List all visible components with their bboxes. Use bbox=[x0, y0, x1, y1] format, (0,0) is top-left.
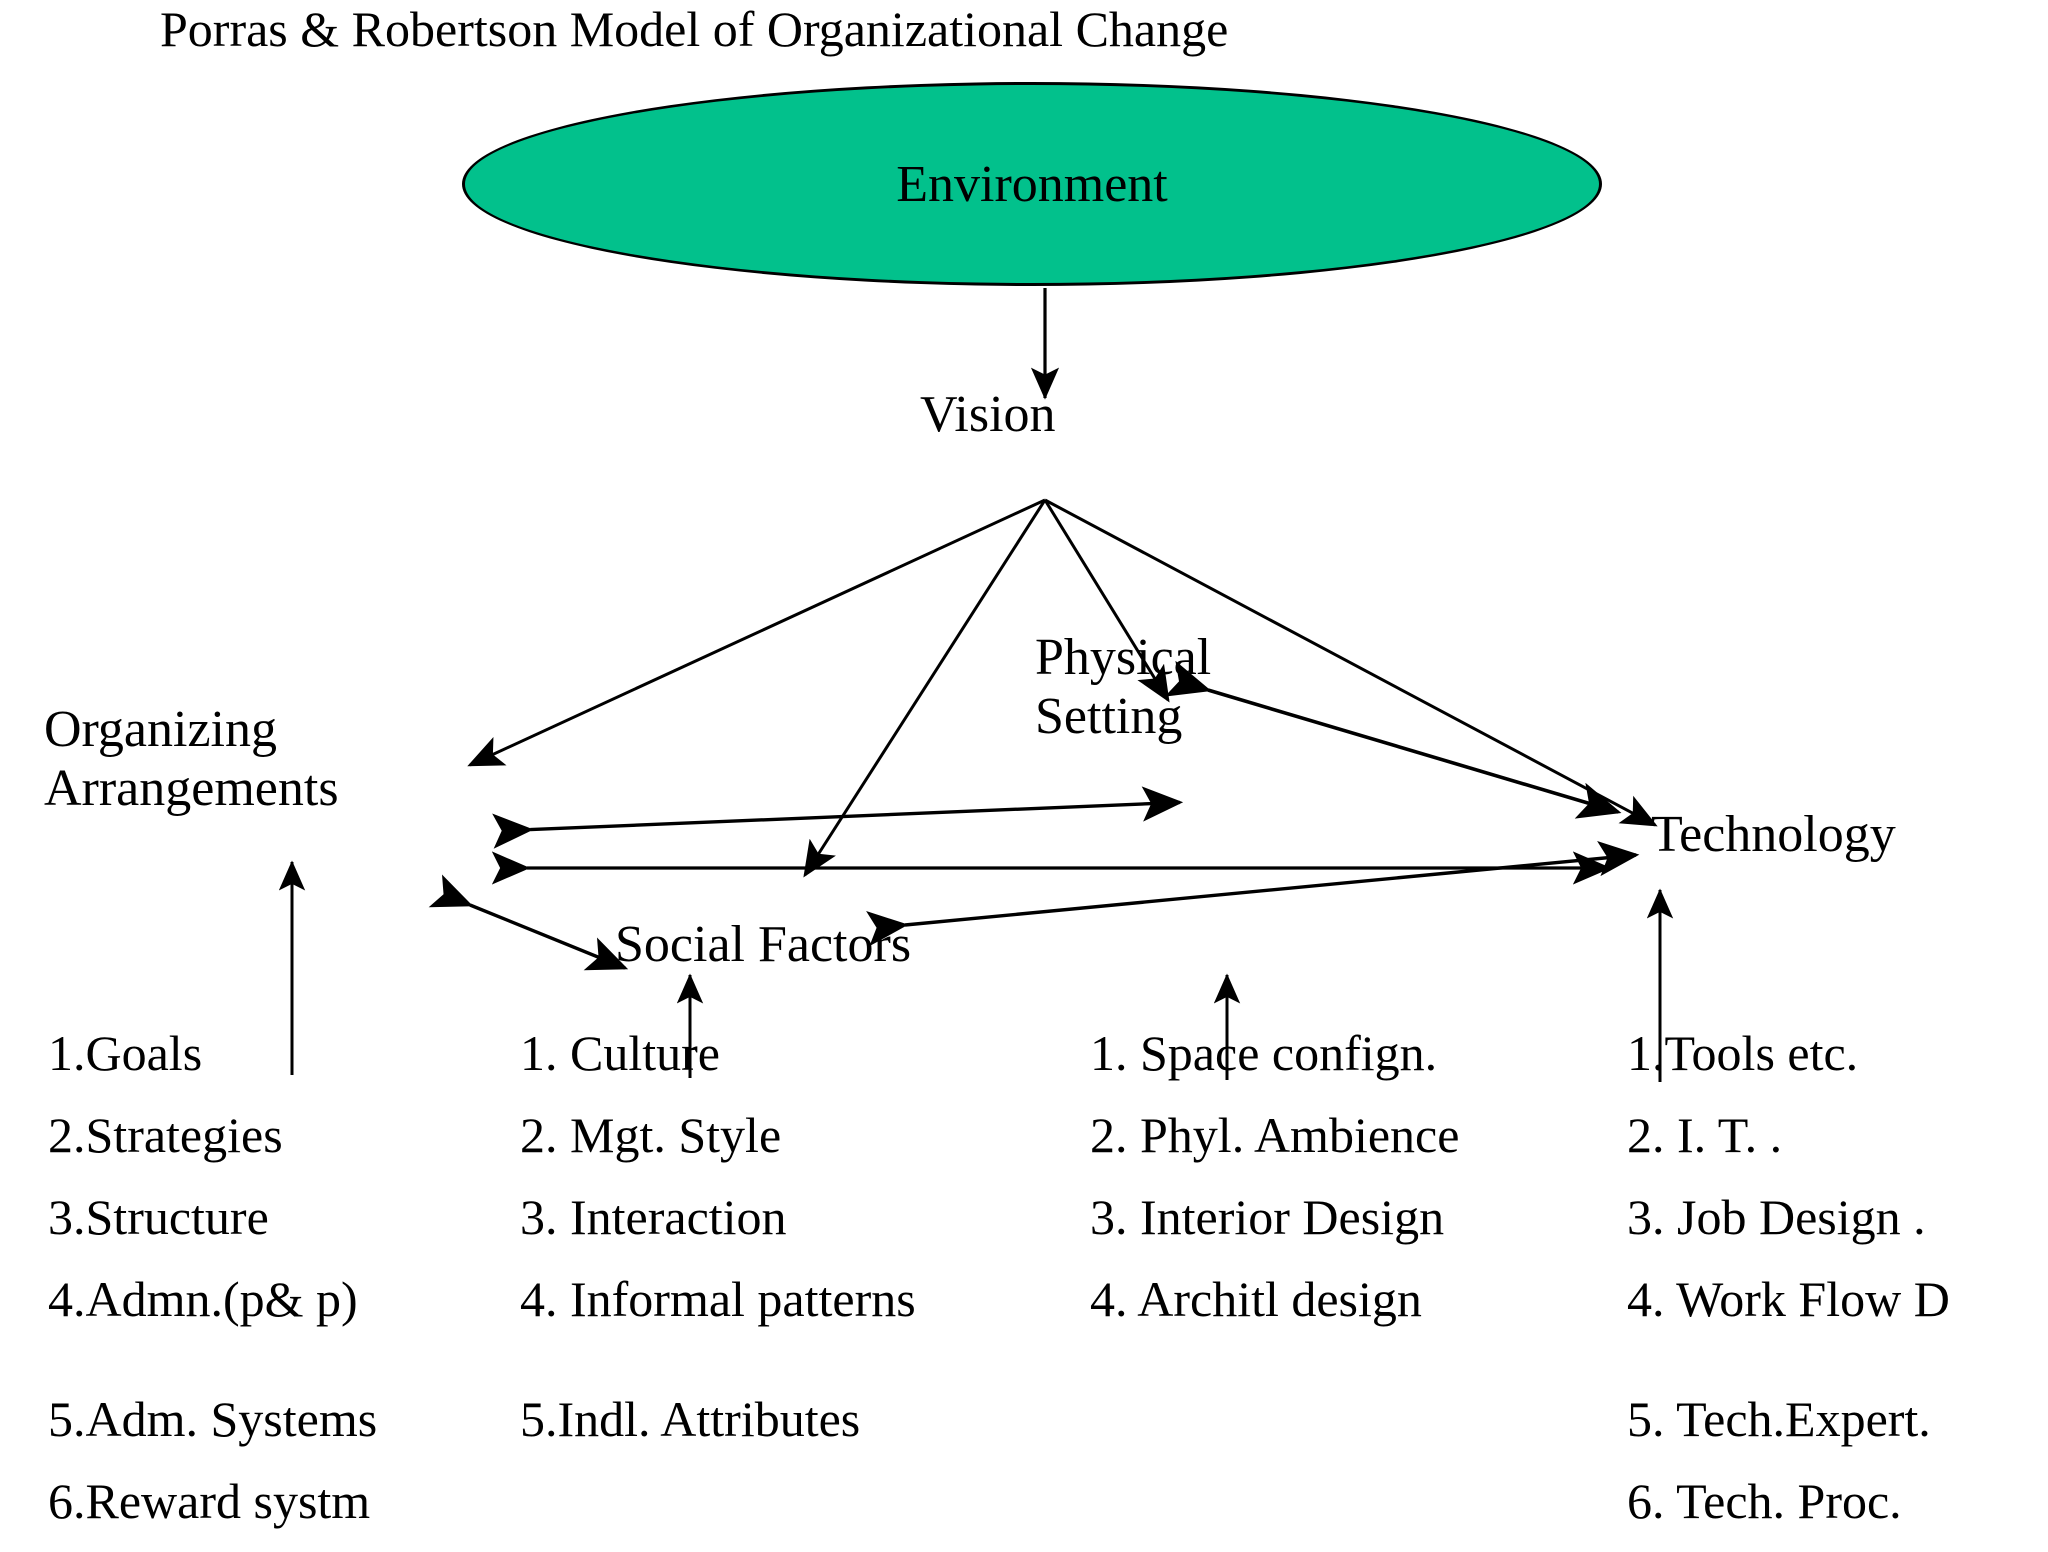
list-technology: 1.Tools etc. 2. I. T. . 3. Job Design . … bbox=[1627, 1022, 1950, 1552]
social-factors-label: Social Factors bbox=[615, 916, 912, 973]
list-item: 1.Goals bbox=[48, 1025, 203, 1081]
list-item bbox=[520, 1470, 916, 1552]
list-spacer bbox=[520, 1350, 916, 1388]
list-spacer bbox=[1090, 1350, 1459, 1388]
list-item: 2. Phyl. Ambience bbox=[1090, 1107, 1460, 1163]
list-item: 4. Architl design bbox=[1090, 1271, 1422, 1327]
organizing-arrangements-line-1: Organizing bbox=[44, 701, 277, 758]
physical-setting-label: Physical Setting bbox=[1035, 628, 1211, 747]
arrow-organizing-arrangements-physical-setting bbox=[492, 786, 1184, 849]
list-item: 4.Admn.(p& p) bbox=[48, 1271, 358, 1327]
list-item: 5. Tech.Expert. bbox=[1627, 1391, 1931, 1447]
list-item: 5.Indl. Attributes bbox=[520, 1391, 861, 1447]
environment-ellipse: Environment bbox=[462, 82, 1602, 286]
list-spacer bbox=[48, 1350, 377, 1388]
list-organizing-arrangements: 1.Goals 2.Strategies 3.Structure 4.Admn.… bbox=[48, 1022, 377, 1552]
list-social-factors: 1. Culture 2. Mgt. Style 3. Interaction … bbox=[520, 1022, 916, 1552]
technology-label: Technology bbox=[1651, 806, 1896, 863]
arrow-physical-setting-technology bbox=[1164, 660, 1622, 819]
physical-setting-line-1: Physical bbox=[1035, 629, 1212, 686]
environment-label: Environment bbox=[896, 155, 1168, 213]
list-item: 4. Work Flow D bbox=[1627, 1271, 1950, 1327]
list-physical-setting: 1. Space confign. 2. Phyl. Ambience 3. I… bbox=[1090, 1022, 1459, 1552]
list-item: 2. Mgt. Style bbox=[520, 1107, 782, 1163]
list-item: 4. Informal patterns bbox=[520, 1271, 916, 1327]
list-item: 3.Structure bbox=[48, 1189, 269, 1245]
list-item: 6.Reward systm bbox=[48, 1473, 371, 1529]
page-title: Porras & Robertson Model of Organization… bbox=[160, 1, 1229, 57]
arrow-social-factors-technology bbox=[866, 840, 1640, 947]
vision-label: Vision bbox=[920, 386, 1056, 443]
list-item: 3. Interaction bbox=[520, 1189, 787, 1245]
list-item bbox=[1090, 1388, 1459, 1470]
list-spacer bbox=[1627, 1350, 1950, 1388]
list-item: 6. Tech. Proc. bbox=[1627, 1473, 1902, 1529]
list-item: 1.Tools etc. bbox=[1627, 1025, 1859, 1081]
list-item: 2.Strategies bbox=[48, 1107, 283, 1163]
list-item: 1. Culture bbox=[520, 1025, 720, 1081]
list-item: 3. Job Design . bbox=[1627, 1189, 1926, 1245]
list-item bbox=[1090, 1470, 1459, 1552]
arrow-vision-to-social-factors bbox=[803, 499, 1047, 878]
arrow-organizing-arrangements-social-factors bbox=[428, 874, 629, 971]
list-item: 2. I. T. . bbox=[1627, 1107, 1783, 1163]
arrow-vision-to-organizing-arrangements bbox=[467, 498, 1046, 767]
organizing-arrangements-line-2: Arrangements bbox=[44, 760, 339, 818]
physical-setting-line-2: Setting bbox=[1035, 688, 1183, 746]
list-item: 3. Interior Design bbox=[1090, 1189, 1445, 1245]
list-item: 1. Space confign. bbox=[1090, 1025, 1438, 1081]
organizing-arrangements-label: Organizing Arrangements bbox=[44, 700, 339, 819]
list-item: 5.Adm. Systems bbox=[48, 1391, 378, 1447]
